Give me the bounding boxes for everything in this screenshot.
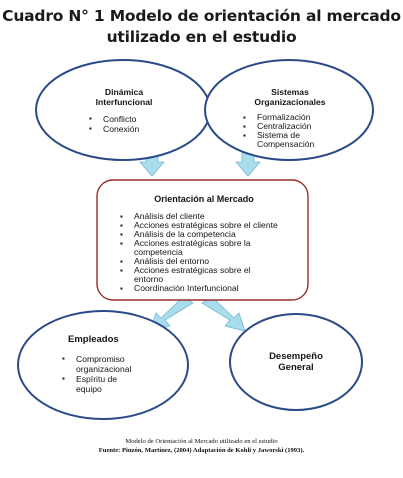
orientacion-list: Análisis del cliente Acciones estratégic… xyxy=(120,212,288,294)
list-item: Centralización xyxy=(243,122,333,132)
empleados-node: Empleados Compromiso organizacional Espí… xyxy=(60,334,160,395)
list-item: Sistema de Compensación xyxy=(243,131,323,149)
list-item: Compromiso organizacional xyxy=(62,354,152,374)
list-item: Coordinación Interfuncional xyxy=(120,284,288,294)
list-item: Análisis del entorno xyxy=(120,257,288,267)
list-item: Acciones estratégicas sobre el entorno xyxy=(120,266,264,284)
diagram-title: Cuadro N° 1 Modelo de orientación al mer… xyxy=(0,6,403,48)
list-item: Análisis de la competencia xyxy=(120,230,288,240)
caption-line-1: Modelo de Orientación al Mercado utiliza… xyxy=(125,438,278,445)
arrow-orientacion-to-desempeno xyxy=(201,296,246,332)
list-item: Espíritu de equipo xyxy=(62,374,130,394)
empleados-heading: Empleados xyxy=(68,334,119,345)
desempeno-ellipse xyxy=(229,313,363,411)
sistemas-heading-2: Organizacionales xyxy=(254,97,326,107)
desempeno-heading-2: General xyxy=(278,362,314,373)
dinamica-list: Conflicto Conexión xyxy=(89,114,170,134)
sistemas-list: Formalización Centralización Sistema de … xyxy=(243,113,333,149)
list-item: Acciones estratégicas sobre la competenc… xyxy=(120,239,270,257)
list-item: Formalización xyxy=(243,113,333,123)
dinamica-node: Dinámica Interfuncional Conflicto Conexi… xyxy=(78,87,170,134)
orientacion-heading: Orientación al Mercado xyxy=(154,194,254,204)
empleados-list: Compromiso organizacional Espíritu de eq… xyxy=(62,354,152,394)
sistemas-node: Sistemas Organizacionales Formalización … xyxy=(240,87,340,149)
figure-caption: Modelo de Orientación al Mercado utiliza… xyxy=(0,437,403,455)
dinamica-heading-1: Dinámica xyxy=(104,87,144,97)
sistemas-heading-1: Sistemas xyxy=(271,87,309,97)
desempeno-heading-1: Desempeño xyxy=(269,351,323,362)
list-item: Acciones estratégicas sobre el cliente xyxy=(120,221,288,231)
title-line-1: Cuadro N° 1 Modelo de orientación al mer… xyxy=(2,7,401,25)
desempeno-node: Desempeño General xyxy=(256,351,336,373)
list-item: Conexión xyxy=(89,124,170,134)
list-item: Conflicto xyxy=(89,114,170,124)
caption-source: Fuente: Pinzón, Martínez, (2004) Adaptac… xyxy=(98,447,305,454)
dinamica-heading-2: Interfuncional xyxy=(95,97,153,107)
title-line-2: utilizado en el estudio xyxy=(106,28,297,46)
list-item: Análisis del cliente xyxy=(120,212,288,222)
orientacion-node: Orientación al Mercado Análisis del clie… xyxy=(106,194,302,293)
